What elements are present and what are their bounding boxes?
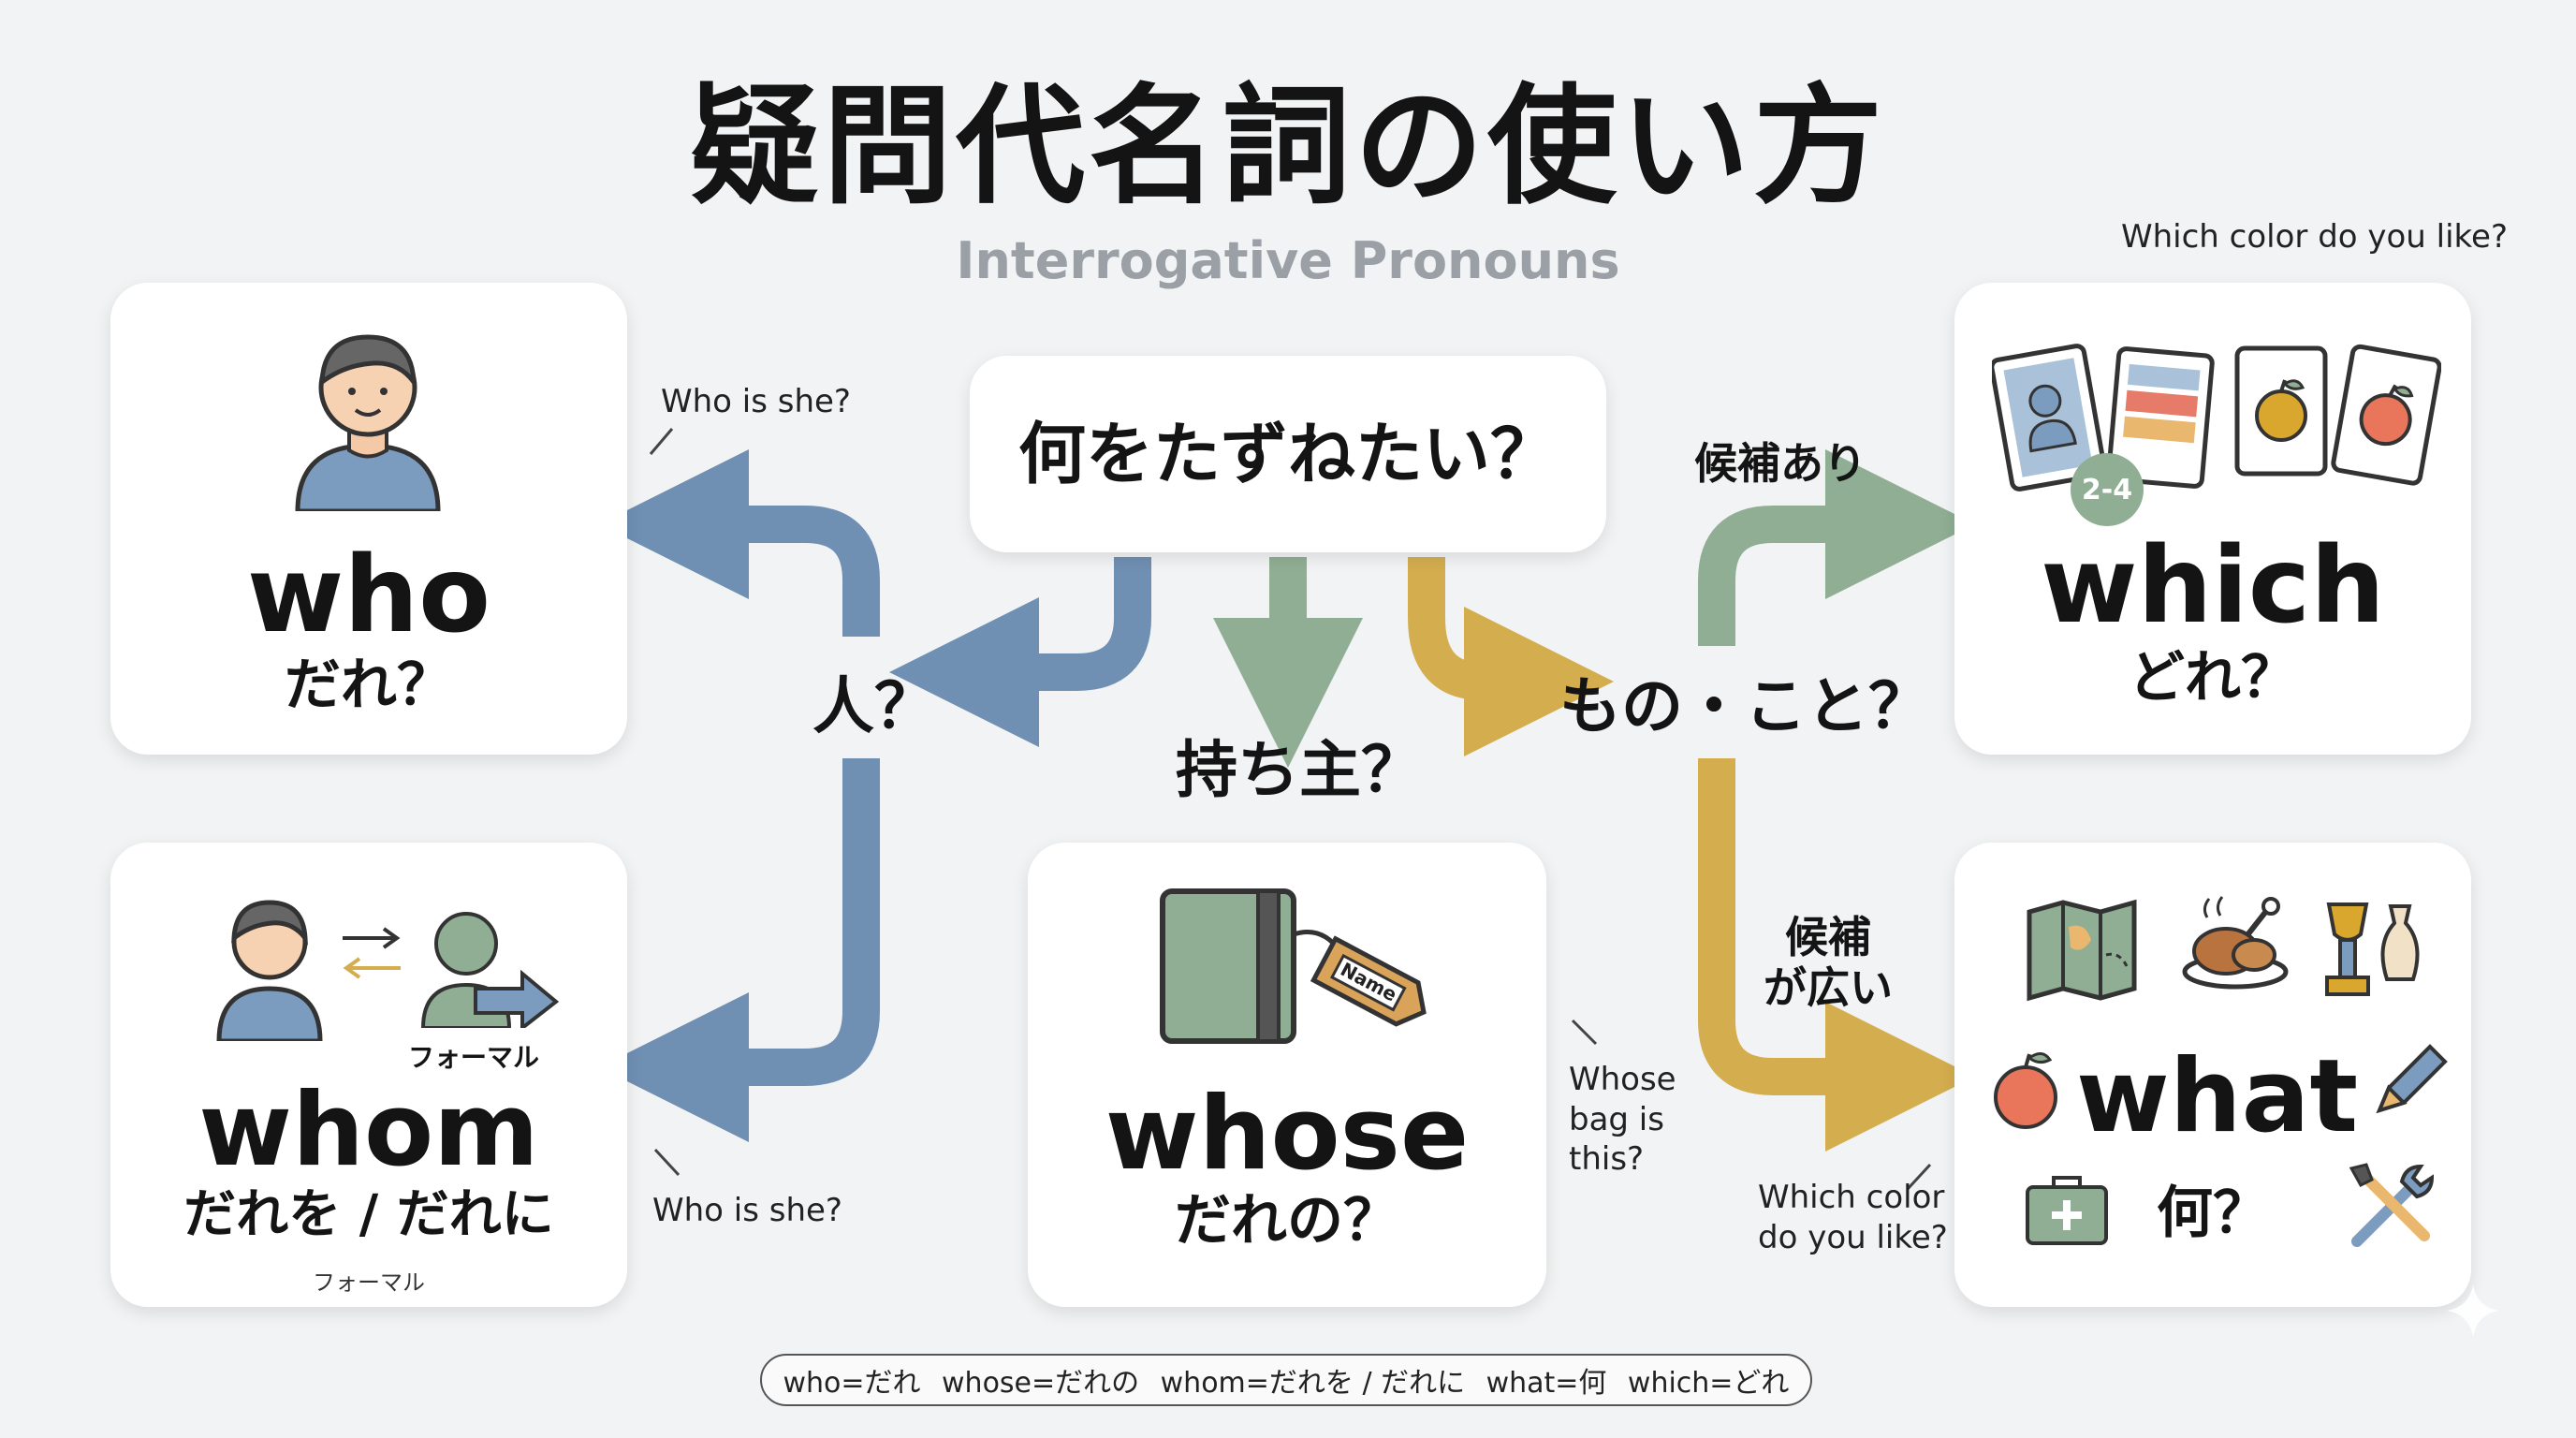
bag-with-name-tag-icon: Name bbox=[1160, 888, 1427, 1044]
tools-icon bbox=[2349, 1163, 2435, 1247]
whom-card: フォーマル whom だれを / だれに フォーマル bbox=[110, 843, 627, 1307]
example-what-line2: do you like? bbox=[1758, 1218, 1948, 1256]
choice-wide-label: 候補 が広い bbox=[1764, 916, 1893, 1009]
example-what: Which color do you like? bbox=[1758, 1178, 1948, 1257]
example-which: Which color do you like? bbox=[2121, 218, 2508, 256]
center-question: 何をたずねたい？ bbox=[1017, 415, 1558, 493]
example-whose-line2: bag is bbox=[1569, 1100, 1664, 1138]
whom-word: whom bbox=[198, 1072, 539, 1189]
example-whose: Whose bag is this? bbox=[1569, 1060, 1676, 1180]
whose-word: whose bbox=[1105, 1076, 1470, 1193]
what-word: what bbox=[2076, 1038, 2359, 1155]
choice-cards-icon bbox=[1992, 344, 2441, 492]
pointer-line-what bbox=[1906, 1163, 1932, 1191]
branch-person-label: 人？ bbox=[812, 670, 936, 742]
center-question-box: 何をたずねたい？ bbox=[970, 356, 1606, 552]
example-whom: Who is she? bbox=[652, 1192, 842, 1229]
person-icon bbox=[216, 900, 323, 1041]
whose-card: Name whose だれの？ bbox=[1028, 843, 1546, 1307]
legend-whose: whose=だれの bbox=[942, 1367, 1140, 1400]
which-japanese: どれ？ bbox=[2129, 645, 2297, 711]
apple-icon bbox=[1994, 1052, 2057, 1129]
arrow-to-who bbox=[599, 449, 880, 637]
pointer-line-who bbox=[649, 428, 674, 455]
what-card: what 何？ bbox=[1954, 843, 2471, 1307]
whom-japanese: だれを / だれに bbox=[183, 1184, 554, 1245]
count-badge: 2-4 bbox=[2071, 453, 2144, 526]
page-subtitle: Interrogative Pronouns bbox=[956, 231, 1620, 290]
pencil-icon bbox=[2376, 1044, 2448, 1114]
who-card: who だれ？ bbox=[110, 283, 627, 755]
legend-whom: whom=だれを / だれに bbox=[1160, 1367, 1466, 1400]
person-icon bbox=[295, 334, 441, 511]
whose-japanese: だれの？ bbox=[1175, 1188, 1399, 1254]
what-japanese: 何？ bbox=[2157, 1181, 2269, 1246]
branch-owner-label: 持ち主？ bbox=[1176, 734, 1423, 806]
trophy-vase-icon bbox=[2325, 902, 2420, 996]
example-whose-line3: this? bbox=[1569, 1140, 1645, 1178]
arrow-to-what bbox=[1698, 758, 1975, 1152]
legend-bar: who=だれ whose=だれの whom=だれを / だれに what=何 w… bbox=[760, 1354, 1812, 1406]
which-card: 2-4 which どれ？ bbox=[1954, 283, 2471, 755]
example-what-line1: Which color bbox=[1758, 1179, 1945, 1216]
page-title: 疑問代名詞の使い方 bbox=[689, 71, 1886, 222]
choice-wide-line1: 候補 bbox=[1785, 912, 1871, 962]
choice-wide-line2: が広い bbox=[1764, 962, 1893, 1013]
formal-note: フォーマル bbox=[313, 1269, 425, 1296]
person-with-arrow-icon bbox=[420, 912, 560, 1028]
arrow-to-person bbox=[889, 557, 1151, 747]
legend-who: who=だれ bbox=[783, 1367, 921, 1400]
which-word: which bbox=[2041, 525, 2385, 647]
arrow-to-which bbox=[1698, 449, 1975, 646]
exchange-arrows-icon bbox=[343, 927, 401, 979]
food-icon bbox=[2182, 896, 2289, 990]
branch-thing-label: もの・こと？ bbox=[1559, 670, 1930, 742]
sparkle-icon bbox=[2447, 1284, 2499, 1337]
legend-which: which=どれ bbox=[1627, 1367, 1790, 1400]
legend-what: what=何 bbox=[1486, 1367, 1607, 1400]
arrow-to-thing bbox=[1408, 557, 1614, 756]
arrow-to-whom bbox=[599, 758, 880, 1142]
who-word: who bbox=[246, 535, 491, 656]
example-who: Who is she? bbox=[661, 383, 851, 420]
choice-limited-label: 候補あり bbox=[1694, 438, 1866, 489]
formal-tag: フォーマル bbox=[408, 1042, 540, 1073]
first-aid-kit-icon bbox=[2026, 1176, 2108, 1245]
example-whose-line1: Whose bbox=[1569, 1061, 1676, 1098]
pointer-line-whom bbox=[653, 1148, 681, 1177]
who-japanese: だれ？ bbox=[285, 653, 453, 718]
pointer-line-whose bbox=[1571, 1019, 1598, 1046]
map-icon bbox=[2027, 899, 2137, 1002]
